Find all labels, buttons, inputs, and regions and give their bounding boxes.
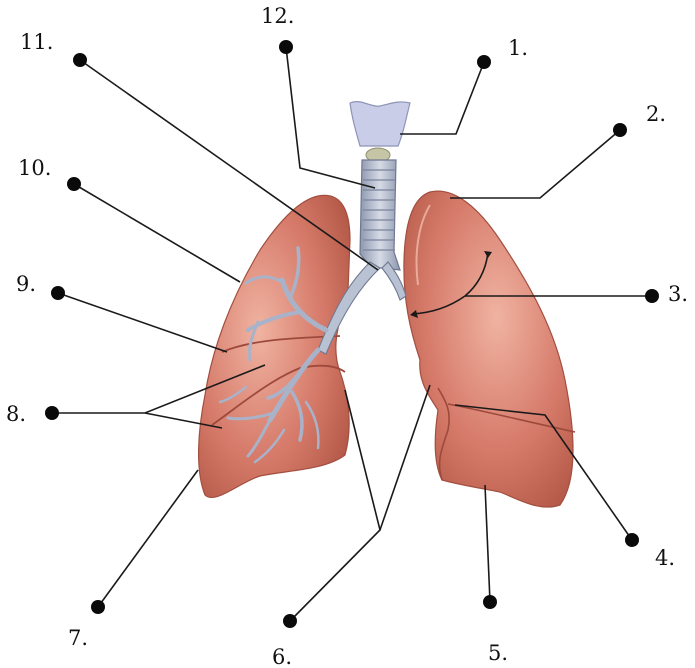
dot-9 (51, 286, 65, 300)
dot-7 (91, 600, 105, 614)
label-7: 7. (68, 628, 88, 649)
label-4: 4. (655, 548, 675, 569)
leader-10 (74, 184, 240, 282)
label-2: 2. (646, 104, 666, 125)
dot-11 (73, 53, 87, 67)
dot-4 (625, 533, 639, 547)
leader-7 (98, 470, 198, 607)
label-12: 12. (261, 6, 294, 27)
dot-12 (279, 40, 293, 54)
dot-1 (477, 55, 491, 69)
dot-6 (283, 614, 297, 628)
leader-5 (485, 485, 490, 602)
trachea (360, 160, 400, 270)
label-6: 6. (272, 647, 292, 668)
label-5: 5. (488, 643, 508, 664)
dot-3 (645, 289, 659, 303)
label-10: 10. (18, 158, 51, 179)
label-9: 9. (16, 274, 36, 295)
leader-lines (52, 47, 652, 621)
label-11: 11. (20, 32, 53, 53)
larynx (350, 102, 410, 146)
label-1: 1. (508, 38, 528, 59)
left-lung-body (404, 191, 573, 507)
leader-1 (400, 62, 484, 134)
leader-2 (450, 130, 620, 198)
label-8: 8. (6, 404, 26, 425)
dot-8 (45, 406, 59, 420)
leader-11 (80, 60, 378, 270)
left-lung (404, 191, 575, 507)
dot-10 (67, 177, 81, 191)
dot-5 (483, 595, 497, 609)
dot-2 (613, 123, 627, 137)
label-3: 3. (668, 284, 688, 305)
label-dots (45, 40, 659, 628)
leader-9 (58, 293, 227, 352)
